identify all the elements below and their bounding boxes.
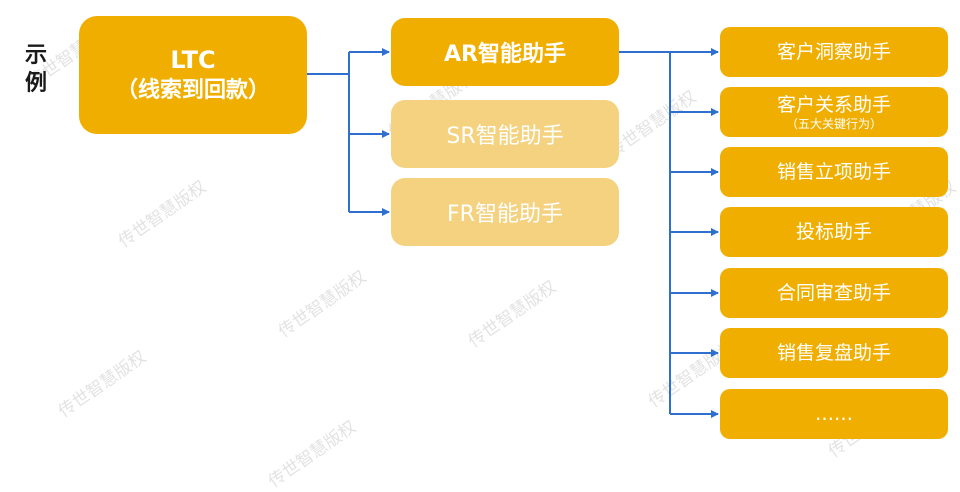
assistant-node-sr: SR智能助手 <box>391 100 619 168</box>
sub-assistant-label: 销售复盘助手 <box>776 342 891 364</box>
side-label-char: 示 <box>24 43 47 68</box>
sub-assistant-node: 投标助手 <box>720 207 948 257</box>
sub-assistant-node: 合同审查助手 <box>720 268 948 318</box>
sub-assistant-label: 客户洞察助手 <box>776 41 891 63</box>
sub-assistant-label: 客户关系助手 <box>776 93 891 116</box>
sub-assistant-label: 销售立项助手 <box>776 161 891 183</box>
sub-assistant-node: 客户关系助手 （五大关键行为） <box>720 87 948 137</box>
sub-assistant-node: 销售复盘助手 <box>720 328 948 378</box>
connector-lines <box>307 48 719 418</box>
assistant-node-ar: AR智能助手 <box>391 18 619 86</box>
sub-assistant-label: …… <box>815 403 853 425</box>
sub-assistant-note: （五大关键行为） <box>785 116 882 131</box>
sub-assistant-label: 合同审查助手 <box>776 282 891 304</box>
assistant-node-label: AR智能助手 <box>444 42 566 67</box>
sub-assistant-node: 客户洞察助手 <box>720 27 948 77</box>
assistant-node-label: SR智能助手 <box>446 124 564 149</box>
root-node-title: LTC <box>170 46 216 74</box>
side-label: 示 例 <box>18 42 54 98</box>
sub-assistant-node: …… <box>720 389 948 439</box>
sub-assistant-label: 投标助手 <box>795 221 872 243</box>
root-node-ltc: LTC （线索到回款） <box>79 16 307 134</box>
assistant-node-fr: FR智能助手 <box>391 178 619 246</box>
assistant-node-label: FR智能助手 <box>447 202 563 227</box>
sub-assistant-node: 销售立项助手 <box>720 147 948 197</box>
root-node-subtitle: （线索到回款） <box>115 78 270 103</box>
side-label-char: 例 <box>24 71 47 96</box>
